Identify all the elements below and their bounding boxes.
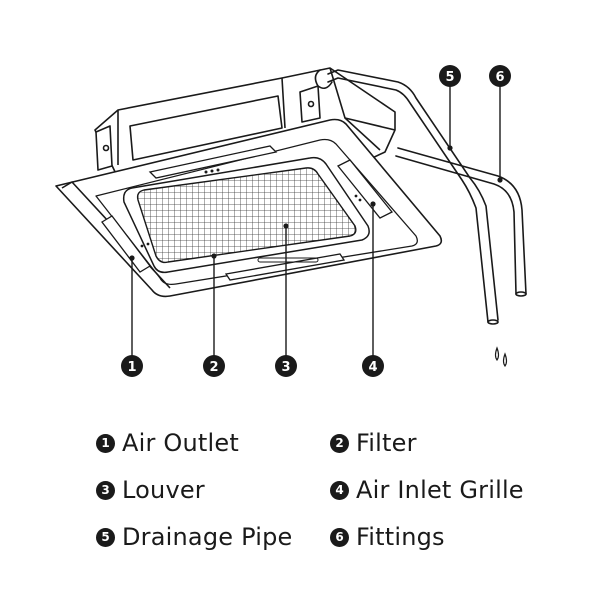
- legend-badge-5: 5: [96, 527, 115, 547]
- legend-label-3: Louver: [122, 476, 205, 504]
- legend-badge-1: 1: [96, 433, 115, 453]
- indicator-lights: [140, 168, 362, 263]
- cassette-ac-diagram: 1 2 3 4 5 6: [55, 65, 527, 377]
- svg-text:6: 6: [495, 70, 504, 85]
- drainage-pipe: [314, 69, 499, 325]
- svg-text:2: 2: [209, 360, 218, 375]
- legend-badge-2: 2: [330, 433, 349, 453]
- legend-item-2: 2 Filter: [330, 427, 417, 459]
- legend-item-6: 6 Fittings: [330, 521, 445, 553]
- legend-label-6: Fittings: [356, 523, 445, 551]
- callout-badge-3: 3: [275, 355, 297, 377]
- legend-badge-6: 6: [330, 527, 349, 547]
- svg-text:4: 4: [368, 360, 377, 375]
- leader-dots: [129, 145, 503, 261]
- fittings-pipe: [395, 147, 527, 297]
- filter-mesh: [136, 167, 357, 264]
- svg-text:1: 1: [127, 360, 136, 375]
- legend-item-1: 1 Air Outlet: [96, 427, 239, 459]
- legend-item-3: 3 Louver: [96, 474, 205, 506]
- leader-lines: [131, 86, 501, 356]
- legend-label-1: Air Outlet: [122, 429, 239, 457]
- legend-label-5: Drainage Pipe: [122, 523, 293, 551]
- legend-label-4: Air Inlet Grille: [356, 476, 524, 504]
- svg-text:5: 5: [445, 70, 454, 85]
- callout-badge-1: 1: [121, 355, 143, 377]
- legend-badge-4: 4: [330, 480, 349, 500]
- svg-text:3: 3: [281, 360, 290, 375]
- callout-badge-4: 4: [362, 355, 384, 377]
- legend-badge-3: 3: [96, 480, 115, 500]
- water-drop-icon: [494, 346, 508, 368]
- callout-badge-6: 6: [489, 65, 511, 87]
- callout-badge-2: 2: [203, 355, 225, 377]
- legend-item-5: 5 Drainage Pipe: [96, 521, 292, 553]
- louver-slots: [101, 145, 394, 281]
- callout-badge-5: 5: [439, 65, 461, 87]
- legend-label-2: Filter: [356, 429, 417, 457]
- legend-item-4: 4 Air Inlet Grille: [330, 474, 524, 506]
